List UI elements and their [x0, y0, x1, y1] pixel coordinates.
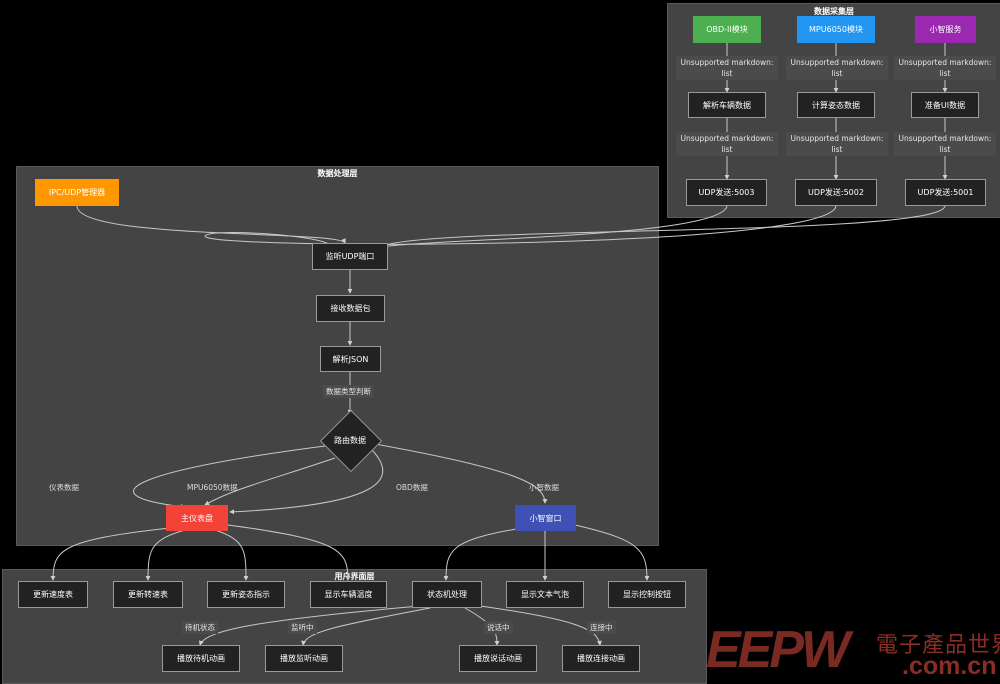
receive-packet-node[interactable]: 接收数据包: [316, 295, 385, 322]
edge-state-connecting: [479, 605, 602, 646]
eepw-domain-text: .com.cn: [902, 652, 997, 680]
data-type-judgement-label: 数据类型判断: [323, 385, 374, 398]
play-connecting-animation-node[interactable]: 播放连接动画: [562, 645, 640, 672]
edge-state-listening: [301, 607, 431, 646]
edge-label-connecting: 连接中: [587, 621, 616, 634]
route-data-label: 路由数据: [334, 436, 366, 445]
xiaozhi-service-node[interactable]: 小智服务: [915, 16, 976, 43]
play-talking-animation-node[interactable]: 播放说话动画: [459, 645, 537, 672]
processing-layer-title: 数据处理层: [317, 169, 358, 178]
xiaozhi-window-node[interactable]: 小智窗口: [515, 505, 576, 531]
collection-layer-title: 数据采集层: [814, 7, 854, 16]
udp-send-5003-node[interactable]: UDP发送:5003: [686, 179, 767, 206]
unsupported-label-mpu-1: Unsupported markdown: list: [786, 56, 888, 80]
edge-label-talking: 说话中: [484, 621, 513, 634]
eepw-watermark: EEPW 電子產品世界 .com.cn: [704, 622, 1000, 682]
edge-label-dashboard-data: 仪表数据: [49, 483, 79, 492]
edge-label-standby: 待机状态: [182, 621, 218, 634]
udp-send-5001-node[interactable]: UDP发送:5001: [905, 179, 986, 206]
edge-state-standby: [198, 605, 421, 646]
edge-dash-temp: [227, 524, 351, 581]
play-standby-animation-node[interactable]: 播放待机动画: [162, 645, 240, 672]
state-machine-node[interactable]: 状态机处理: [412, 581, 482, 608]
udp-send-5002-node[interactable]: UDP发送:5002: [795, 179, 877, 206]
obd-module-node[interactable]: OBD-II模块: [693, 16, 761, 43]
ipc-udp-manager-node[interactable]: IPC/UDP管理器: [35, 179, 119, 206]
edge-label-listening: 监听中: [288, 621, 317, 634]
edge-dash-speed: [50, 527, 171, 581]
edge-label-xiaozhi-data: 小智数据: [529, 483, 559, 492]
edge-route-dashboard-a: [133, 445, 326, 510]
edge-dash-attitude: [214, 529, 249, 581]
listen-udp-port-node[interactable]: 监听UDP端口: [312, 243, 388, 270]
parse-vehicle-data-node[interactable]: 解析车辆数据: [688, 92, 766, 118]
update-attitude-node[interactable]: 更新姿态指示: [207, 581, 285, 608]
edge-ipc-listen: [76, 205, 346, 244]
edge-route-dashboard-c: [229, 449, 384, 515]
play-listening-animation-node[interactable]: 播放监听动画: [265, 645, 343, 672]
show-vehicle-temperature-node[interactable]: 显示车辆温度: [310, 581, 387, 608]
unsupported-label-obd-1: Unsupported markdown: list: [676, 56, 778, 80]
parse-json-node[interactable]: 解析JSON: [320, 346, 381, 372]
main-dashboard-node[interactable]: 主仪表盘: [166, 505, 228, 531]
eepw-chinese-text: 電子產品世界: [876, 633, 1000, 658]
edge-dash-tach: [145, 529, 186, 581]
show-text-bubble-node[interactable]: 显示文本气泡: [506, 581, 584, 608]
unsupported-label-xz-1: Unsupported markdown: list: [894, 56, 996, 80]
edge-label-obd-data: OBD数据: [396, 483, 428, 492]
edge-udp5001-listen: [379, 205, 946, 249]
edge-route-dashboard-b: [204, 457, 336, 506]
edge-udp5003-listen: [364, 205, 728, 251]
edge-window-state: [443, 527, 523, 581]
update-speedometer-node[interactable]: 更新速度表: [18, 581, 88, 608]
edge-window-control: [574, 524, 650, 581]
prepare-ui-data-node[interactable]: 准备UI数据: [911, 92, 979, 118]
eepw-brand-text: EEPW: [706, 621, 850, 679]
ui-layer-title: 用户界面层: [334, 572, 375, 581]
edge-route-window: [374, 443, 548, 504]
edge-label-mpu-data: MPU6050数据: [187, 483, 238, 492]
unsupported-label-obd-2: Unsupported markdown: list: [676, 132, 778, 156]
mpu-module-node[interactable]: MPU6050模块: [797, 16, 875, 43]
unsupported-label-xz-2: Unsupported markdown: list: [894, 132, 996, 156]
compute-attitude-node[interactable]: 计算姿态数据: [797, 92, 875, 118]
show-control-button-node[interactable]: 显示控制按钮: [608, 581, 686, 608]
update-tachometer-node[interactable]: 更新转速表: [113, 581, 183, 608]
unsupported-label-mpu-2: Unsupported markdown: list: [786, 132, 888, 156]
edge-udp5002-listen: [204, 205, 837, 246]
